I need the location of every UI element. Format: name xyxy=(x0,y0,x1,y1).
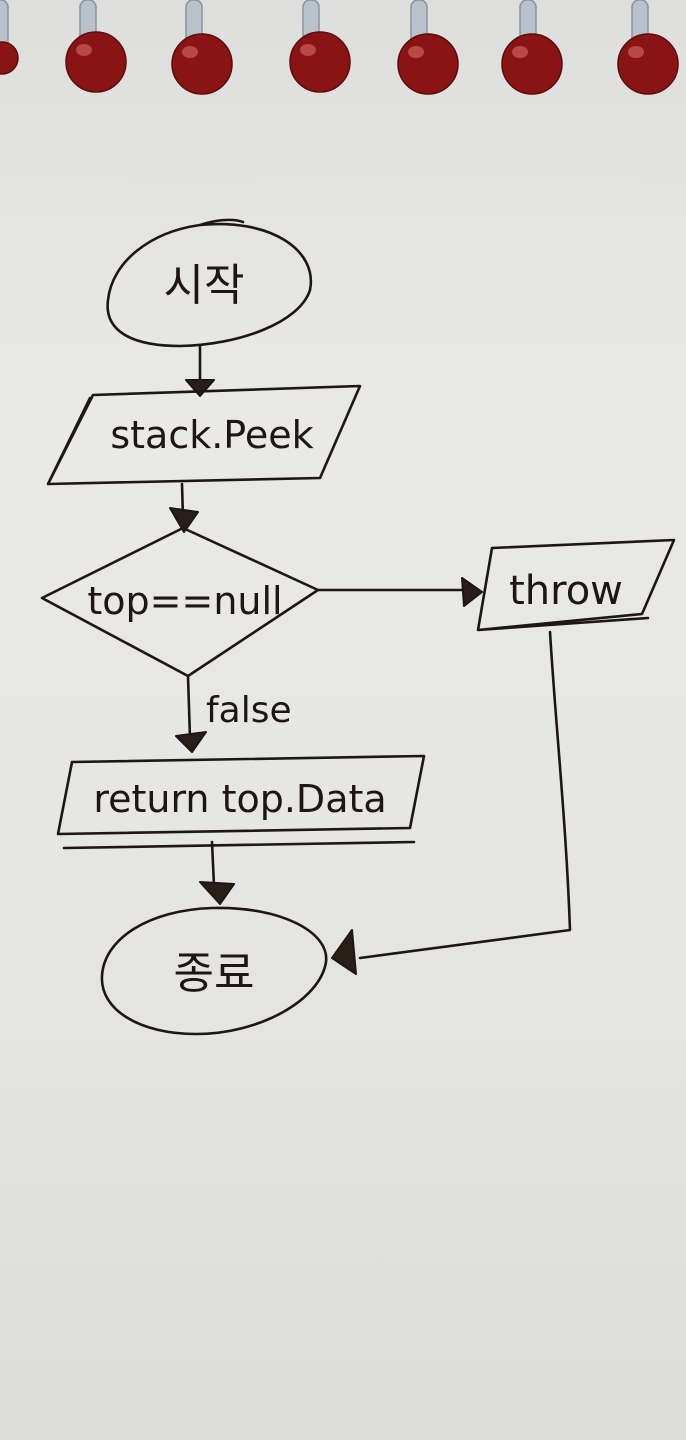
arrow-return-to-end xyxy=(200,842,234,904)
arrow-peek-to-decision xyxy=(170,484,198,532)
return-label: return top.Data xyxy=(93,777,386,821)
arrow-decision-to-throw xyxy=(318,578,482,606)
spiral-bead xyxy=(398,34,458,94)
arrowhead xyxy=(200,882,234,904)
peek-node: stack.Peek xyxy=(48,386,360,484)
peek-label: stack.Peek xyxy=(110,413,313,457)
spiral-bead xyxy=(0,42,18,74)
decision-label: top==null xyxy=(87,579,282,623)
start-label: 시작 xyxy=(164,260,245,311)
arrow-line xyxy=(188,676,190,738)
spiral-bead-shine xyxy=(300,44,316,56)
arrow-line xyxy=(360,632,570,958)
spiral-bead xyxy=(502,34,562,94)
spiral-bead-shine xyxy=(512,46,528,58)
arrowhead xyxy=(176,732,206,752)
throw-node: throw xyxy=(478,540,674,630)
spiral-bead xyxy=(66,32,126,92)
spiral-bead-shine xyxy=(182,46,198,58)
spiral-bead xyxy=(290,32,350,92)
decision-node: top==null xyxy=(42,528,318,676)
spiral-binding xyxy=(0,0,678,94)
arrow-start-to-peek xyxy=(186,346,214,396)
spiral-bead xyxy=(618,34,678,94)
end-label: 종료 xyxy=(174,948,255,999)
end-node: 종료 xyxy=(102,908,326,1034)
spiral-bead-shine xyxy=(76,44,92,56)
spiral-bead xyxy=(172,34,232,94)
false-label: false xyxy=(206,690,292,731)
arrow-line xyxy=(212,842,214,886)
throw-label: throw xyxy=(509,568,623,614)
return-node: return top.Data xyxy=(58,756,424,848)
start-node: 시작 xyxy=(108,220,311,346)
arrowhead xyxy=(332,930,356,974)
spiral-bead-shine xyxy=(628,46,644,58)
arrow-decision-to-return: false xyxy=(176,676,292,752)
arrowhead xyxy=(462,578,482,606)
spiral-bead-shine xyxy=(408,46,424,58)
arrowhead xyxy=(186,380,214,396)
